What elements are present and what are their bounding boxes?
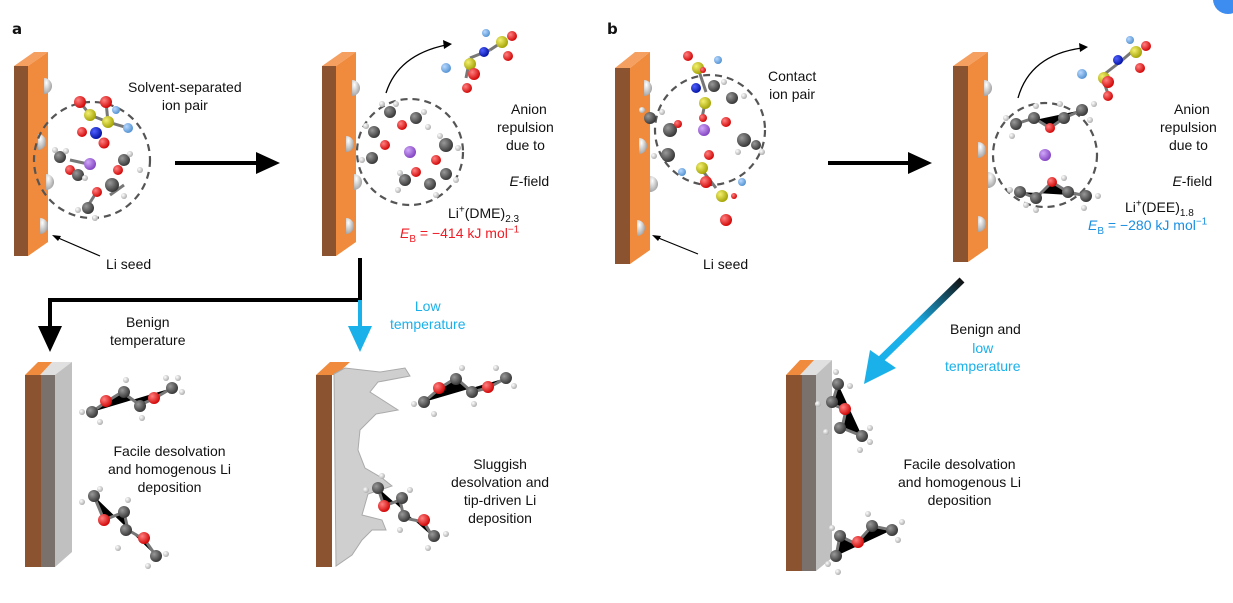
solvation-formula-b: Li+(DEE)1.8 [1125, 198, 1194, 219]
anion-repulsion-curve-b [1017, 43, 1088, 99]
efield-suffix-a: -field [518, 173, 550, 189]
low-temperature-label-a: Low temperature [390, 298, 466, 332]
solvent-dee: (DEE) [1141, 199, 1180, 215]
eb-value-b: = −280 kJ mol [1104, 217, 1196, 233]
li-charge-b: + [1135, 198, 1142, 210]
sluggish-desolvation-label: Sluggish desolvation and tip-driven Li d… [451, 456, 550, 526]
anion-repulsion-text-b: Anion repulsion due to [1160, 101, 1217, 153]
li-seed-label-a: Li seed [106, 256, 152, 272]
facile-desolvation-label-a: Facile desolvation and homogenous Li dep… [108, 443, 231, 495]
dee-molecule [815, 369, 873, 453]
facile-desolvation-label-b: Facile desolvation and homogenous Li dep… [898, 456, 1021, 508]
arrow-b-right [828, 152, 932, 174]
low-temperature-label-b: low temperature [945, 340, 1021, 374]
electrode-a-dendritic-deposit [316, 362, 411, 567]
anion-repulsion-text-a: Anion repulsion due to [497, 101, 554, 153]
dme-molecule [363, 473, 449, 551]
solvent-dme: (DME) [464, 205, 506, 221]
dme-molecule [411, 365, 517, 417]
binding-energy-b: EB = −280 kJ mol−1 [1088, 216, 1208, 237]
anion-repulsion-label-a: Anion repulsion due to E-field [497, 82, 554, 190]
eb-value-a: = −414 kJ mol [416, 225, 508, 241]
electrode-b-initial [615, 52, 658, 264]
coordination-number-a: 2.3 [505, 213, 520, 225]
electrode-b-efield [953, 52, 996, 262]
arrow-down-benign [38, 326, 62, 352]
li-seed-label-b: Li seed [703, 256, 749, 272]
li-species-a: Li [448, 205, 459, 221]
panel-letter-a: a [12, 20, 23, 38]
fsi-anion-a [441, 29, 517, 93]
li-species-b: Li [1125, 199, 1136, 215]
electrode-a-efield [322, 52, 362, 256]
arrow-down-low-temp [348, 326, 372, 352]
li-charge-a: + [458, 204, 465, 216]
efield-symbol-a: E [509, 173, 519, 189]
solvent-separated-ion-pair-label: Solvent-separated ion pair [128, 79, 242, 113]
eb-symbol-b: E [1088, 217, 1098, 233]
panel-letter-b: b [607, 20, 618, 38]
eb-symbol-a: E [400, 225, 410, 241]
solvent-separated-ion-pair-molecule [32, 96, 152, 221]
anion-repulsion-label-b: Anion repulsion due to E-field [1160, 82, 1217, 190]
efield-symbol-b: E [1172, 173, 1182, 189]
li-dme-solvation-shell [355, 97, 465, 207]
electrode-a-initial [14, 52, 54, 256]
contact-ion-pair-label: Contact ion pair [768, 68, 817, 102]
branch-arrows-a [38, 258, 372, 352]
benign-and-label: Benign and [950, 321, 1021, 337]
anion-repulsion-curve-a [385, 40, 452, 94]
solvation-formula-a: Li+(DME)2.3 [448, 204, 520, 225]
li-seed-bump [44, 78, 52, 94]
li-seed-pointer-a [52, 235, 101, 257]
li-dee-solvation-shell [991, 101, 1101, 213]
eb-unit-exponent-b: −1 [1195, 216, 1208, 228]
li-seed-pointer-b [652, 235, 699, 255]
contact-ion-pair-molecule [639, 51, 767, 226]
eb-unit-exponent-a: −1 [507, 224, 520, 236]
eb-subscript-a: B [409, 233, 417, 245]
corner-badge[interactable] [1213, 0, 1233, 14]
efield-suffix-b: -field [1181, 173, 1213, 189]
fsi-anion-b [1077, 36, 1151, 101]
arrow-a-right [175, 152, 280, 174]
dme-molecule [79, 375, 185, 425]
binding-energy-a: EB = −414 kJ mol−1 [400, 224, 520, 245]
dme-molecule [79, 486, 169, 569]
arrow-b-benign-low-temp [864, 277, 965, 384]
electrode-a-benign-deposit [25, 362, 72, 567]
dee-molecule [825, 511, 905, 575]
benign-temperature-label: Benign temperature [110, 314, 186, 348]
eb-subscript-b: B [1097, 225, 1105, 237]
electrode-b-deposit [786, 360, 832, 571]
coordination-number-b: 1.8 [1179, 207, 1194, 219]
